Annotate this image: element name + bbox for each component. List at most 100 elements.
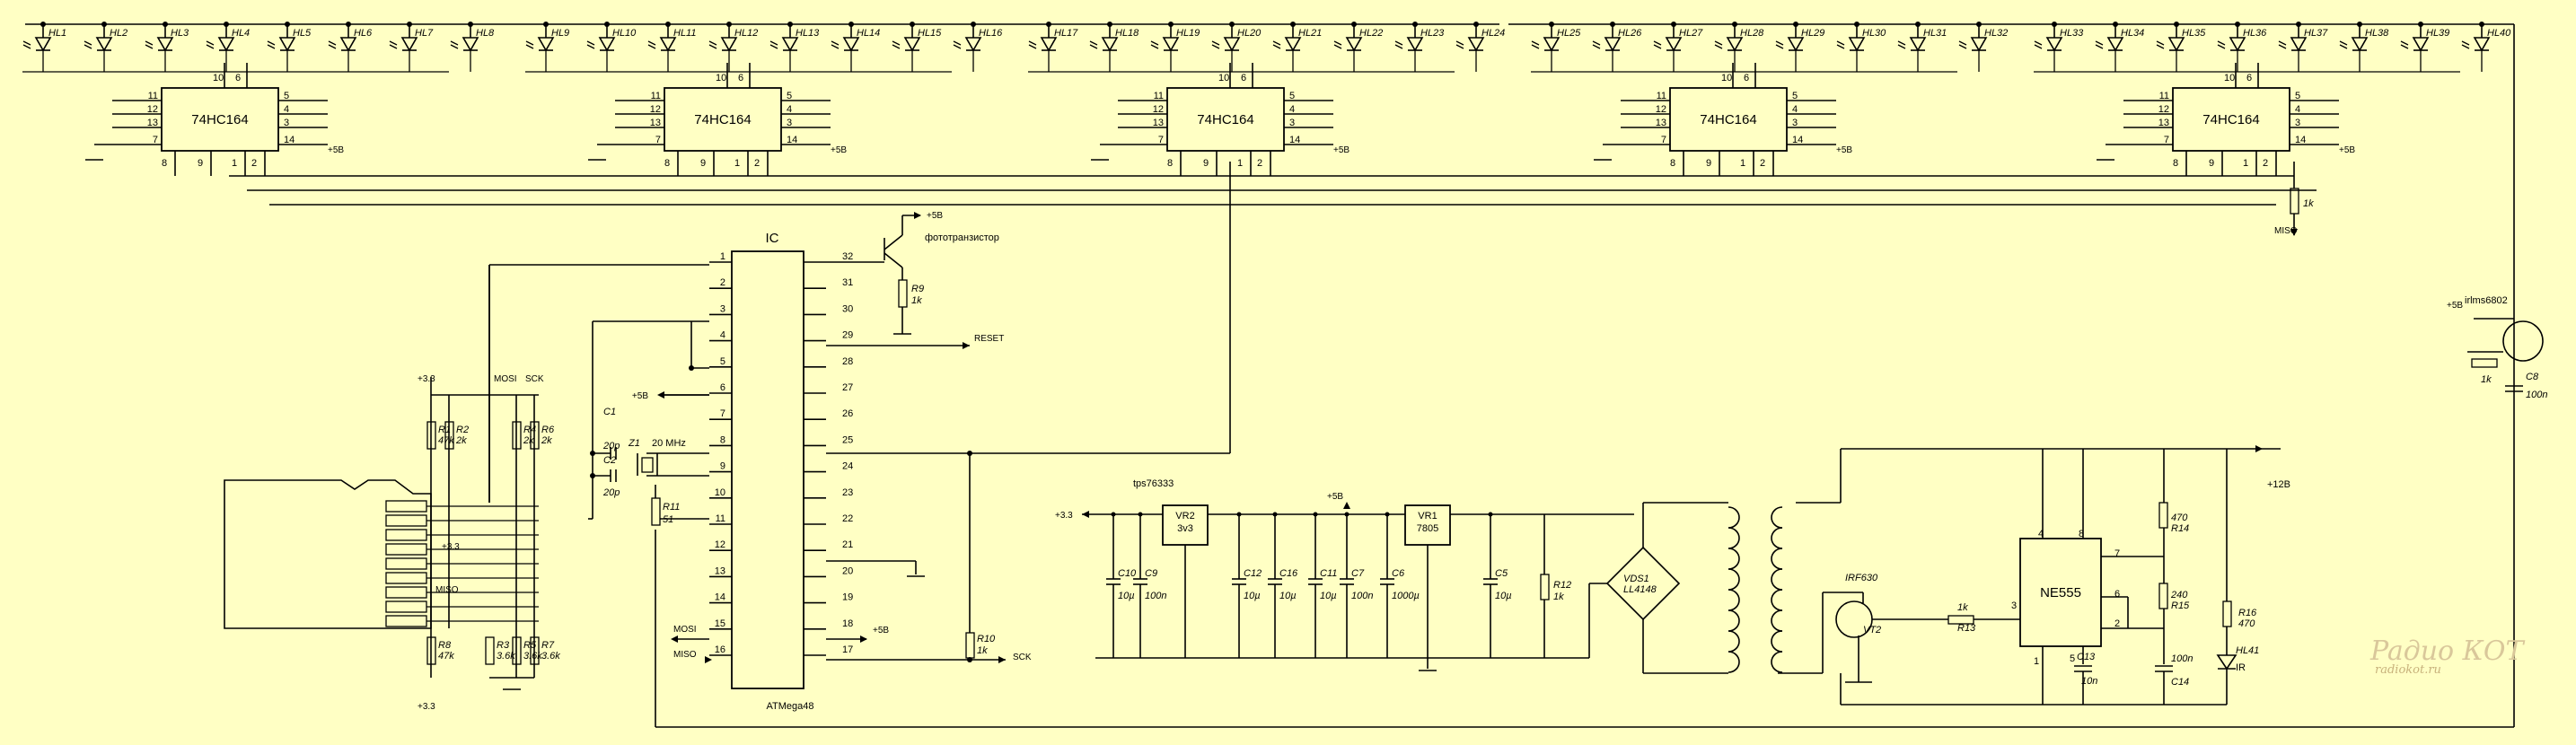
cap-label: C11 — [1320, 568, 1337, 579]
resistor-r4 — [512, 421, 522, 450]
sd-contact — [385, 529, 427, 541]
xtal-freq: 20 MHz — [652, 438, 686, 449]
led-label: HL35 — [2182, 28, 2206, 39]
chip-pin: 11 — [148, 91, 158, 101]
led-hl37: HL37 — [2278, 22, 2328, 52]
r11-value: 51 — [663, 514, 673, 525]
chip-pin: 9 — [198, 158, 203, 169]
chip-pin: 14 — [284, 135, 295, 145]
mcu-pin-right: 25 — [842, 434, 853, 445]
mcu-pin-left: 7 — [720, 408, 725, 419]
led-label: HL1 — [48, 28, 66, 39]
ne555-pin7: 7 — [2114, 548, 2120, 559]
led-label: HL15 — [918, 28, 942, 39]
res-label: R7 — [541, 640, 555, 651]
chip-pin: 6 — [1241, 73, 1246, 83]
led-hl24: HL24 — [1455, 22, 1505, 52]
led-label: HL5 — [293, 28, 312, 39]
mcu-pin-left: 15 — [715, 618, 725, 629]
sd-sck: SCK — [525, 374, 544, 384]
led-hl10: HL10 — [586, 22, 637, 52]
chip-pin: 6 — [738, 73, 743, 83]
r12-label: R12 — [1553, 580, 1571, 591]
led-hl20: HL20 — [1211, 22, 1262, 52]
chip-pin: 13 — [147, 118, 158, 128]
mcu-pin-right: 17 — [842, 644, 853, 655]
chip-pin: 10 — [1721, 73, 1732, 83]
mcu-pin-left: 12 — [715, 539, 725, 550]
watermark-logo: Paдио КОТ — [2369, 635, 2525, 667]
chip-pin: 10 — [1218, 73, 1229, 83]
c8-value: 100n — [2526, 390, 2547, 400]
cap-label: C10 — [1118, 568, 1137, 579]
chip-pin: 13 — [1153, 118, 1164, 128]
ne555-pin3: 3 — [2011, 600, 2017, 611]
psu-3v3: +3.3 — [1055, 511, 1073, 521]
led-label: HL31 — [1923, 28, 1947, 39]
ne555-pin2: 2 — [2114, 618, 2120, 629]
led-hl18: HL18 — [1089, 22, 1139, 52]
led-hl7: HL7 — [389, 22, 434, 52]
cap-label: C6 — [1392, 568, 1405, 579]
mosi-label: MOSI — [673, 625, 697, 635]
cap-label: C9 — [1145, 568, 1157, 579]
ne555-label: NE555 — [2040, 585, 2081, 600]
sd-3v3-bot: +3.3 — [418, 702, 435, 712]
chip-pin: 13 — [2158, 118, 2169, 128]
led-hl32: HL32 — [1958, 22, 2008, 52]
mcu-name: ATMega48 — [767, 701, 814, 712]
led-hl21: HL21 — [1272, 22, 1322, 52]
led-label: HL11 — [673, 28, 696, 39]
cap-value: 10µ — [1320, 591, 1337, 601]
chip-pin: 7 — [655, 135, 661, 145]
r16-value: 470 — [2238, 618, 2255, 629]
ne555-pin8: 8 — [2079, 529, 2084, 539]
ne555-pin6: 6 — [2114, 589, 2120, 600]
chip-label: 74HC164 — [191, 112, 248, 127]
led-label: HL7 — [415, 28, 434, 39]
mcu-pin-right: 27 — [842, 382, 853, 393]
mcu-pin-right: 18 — [842, 618, 853, 629]
vr2-value: 3v3 — [1177, 523, 1193, 534]
led-hl28: HL28 — [1714, 22, 1764, 52]
chip-pin: 1 — [1237, 158, 1243, 169]
led-hl31: HL31 — [1897, 22, 1947, 52]
sck-label: SCK — [1013, 653, 1032, 662]
sd-contact — [385, 586, 427, 599]
mcu-pin-left: 9 — [720, 461, 725, 472]
chip-pin: 4 — [1792, 104, 1798, 115]
led-label: HL32 — [1984, 28, 2008, 39]
chip-pin: 12 — [147, 104, 158, 115]
chip-pin: 1 — [2243, 158, 2248, 169]
miso-end-label: MISO — [2274, 226, 2298, 236]
mcu-pin-left: 10 — [715, 487, 725, 498]
mcu-pin-right: 24 — [842, 461, 853, 472]
led-hl2: HL2 — [84, 22, 127, 52]
cap-label: C12 — [1244, 568, 1262, 579]
mcu-5v-label: +5В — [632, 391, 648, 401]
chip-5v: +5В — [1836, 145, 1852, 155]
chip-pin: 5 — [1792, 91, 1798, 101]
mcu-pin-left: 3 — [720, 303, 725, 314]
led-label: HL14 — [857, 28, 880, 39]
led-hl27: HL27 — [1653, 22, 1703, 52]
z1-label: Z1 — [628, 438, 640, 449]
led-hl12: HL12 — [708, 22, 758, 52]
chip-pin: 12 — [1153, 104, 1164, 115]
c1-value: 20p — [602, 441, 620, 451]
r10-value: 1k — [977, 645, 988, 656]
r14-label: R14 — [2171, 523, 2189, 534]
led-label: HL10 — [612, 28, 637, 39]
resistor-r6 — [530, 421, 540, 450]
res-label: R8 — [438, 640, 452, 651]
led-hl34: HL34 — [2095, 22, 2144, 52]
mcu-body — [731, 250, 804, 689]
mcu-pin-right: 22 — [842, 513, 853, 524]
led-label: HL36 — [2243, 28, 2267, 39]
chip-pin: 4 — [1289, 104, 1295, 115]
mcu-title: IC — [766, 231, 779, 246]
mcu-pin-right: 32 — [842, 251, 853, 262]
chip-pin: 9 — [1706, 158, 1711, 169]
